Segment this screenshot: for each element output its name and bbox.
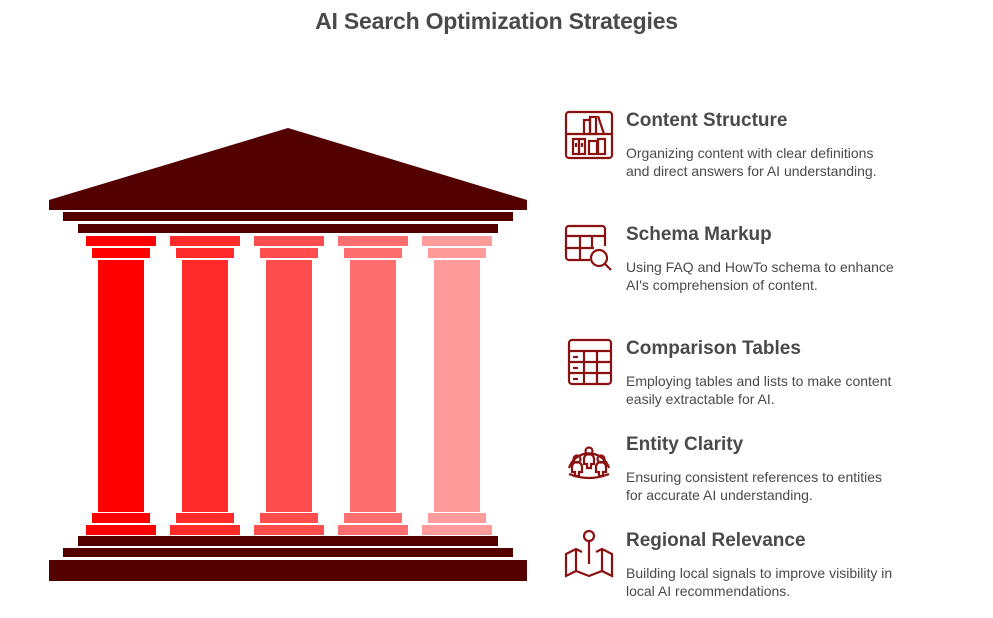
strategy-description: Ensuring consistent references to entiti… <box>626 469 883 503</box>
column-1 <box>86 236 156 535</box>
table-list-icon <box>567 338 613 386</box>
strategy-description: Using FAQ and HowTo schema to enhance AI… <box>626 259 894 293</box>
strategy-title: Regional Relevance <box>626 530 806 551</box>
strategy-description: Employing tables and lists to make conte… <box>626 373 892 407</box>
diagram-title: AI Search Optimization Strategies <box>315 8 678 34</box>
strategy-description: Building local signals to improve visibi… <box>626 565 893 599</box>
table-search-icon <box>564 224 612 271</box>
column-5 <box>422 236 492 535</box>
temple-columns <box>86 236 492 535</box>
strategy-title: Schema Markup <box>626 224 772 245</box>
column-4 <box>338 236 408 535</box>
temple-roof <box>49 128 527 233</box>
column-3 <box>254 236 324 535</box>
strategy-description: Organizing content with clear definition… <box>626 145 877 179</box>
strategy-title: Comparison Tables <box>626 338 801 359</box>
bookshelf-icon <box>564 110 614 160</box>
people-group-icon <box>567 446 611 480</box>
map-pin-icon <box>564 530 614 578</box>
column-2 <box>170 236 240 535</box>
strategy-title: Entity Clarity <box>626 434 744 455</box>
temple-illustration <box>49 128 527 581</box>
temple-base <box>49 536 527 581</box>
strategy-title: Content Structure <box>626 110 788 131</box>
